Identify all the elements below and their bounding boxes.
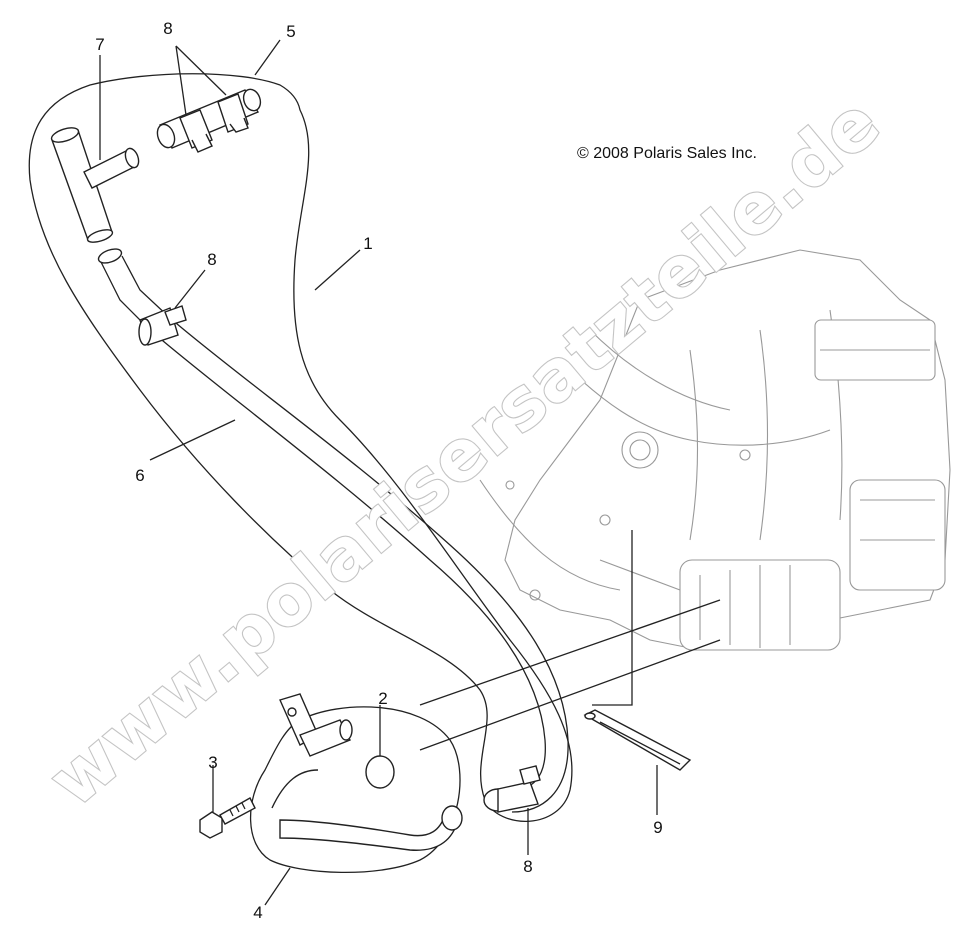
callouts: 7 8 5 1 8 6 2 3 4 8 9: [95, 19, 662, 922]
callout-8-mid: 8: [207, 250, 216, 269]
callout-3: 3: [208, 753, 217, 772]
strap-9: [583, 530, 692, 771]
bracket-4: [249, 693, 463, 874]
callout-4: 4: [253, 903, 262, 922]
callout-1: 1: [363, 234, 372, 253]
tube-6: [97, 248, 569, 813]
plug-2: [365, 755, 395, 789]
t-fitting-7: [50, 127, 140, 243]
watermark-text: www.polarisersatzteile.de: [34, 81, 896, 823]
callout-5: 5: [286, 22, 295, 41]
clamp-8-upper: [138, 305, 187, 346]
connector-5: [156, 88, 262, 153]
leader-lines: [99, 39, 658, 906]
mount-lines: [419, 599, 721, 751]
callout-2: 2: [378, 689, 387, 708]
engine-outline: [479, 249, 951, 651]
callout-6: 6: [135, 466, 144, 485]
callout-8-bottom: 8: [523, 857, 532, 876]
bolt-3: [199, 797, 256, 839]
callout-7: 7: [95, 35, 104, 54]
copyright-notice: © 2008 Polaris Sales Inc.: [577, 145, 757, 162]
callout-8-top: 8: [163, 19, 172, 38]
hose-1: [28, 73, 573, 822]
callout-9: 9: [653, 818, 662, 837]
